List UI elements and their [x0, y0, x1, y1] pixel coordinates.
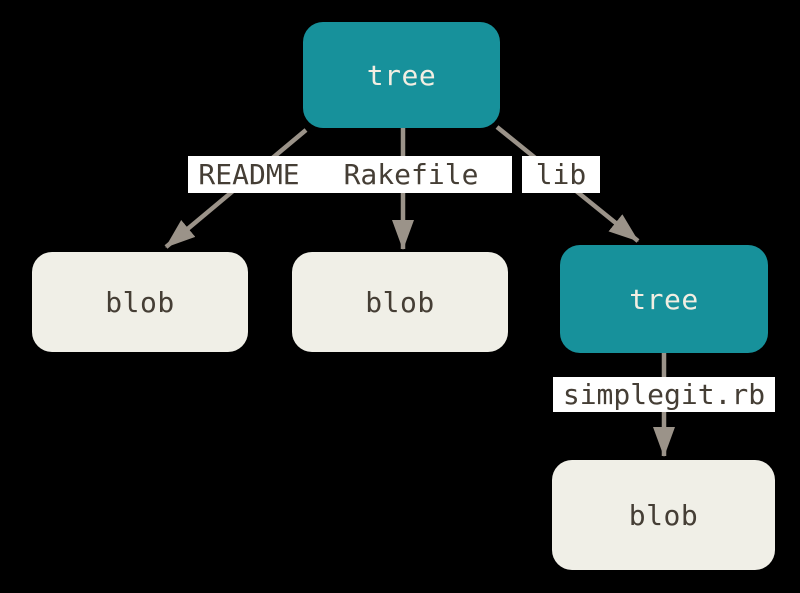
node-tree-root: tree: [303, 22, 500, 128]
node-blob-readme: blob: [32, 252, 248, 352]
node-blob-rakefile-label: blob: [365, 285, 435, 319]
edge-label-rakefile: Rakefile: [310, 156, 512, 193]
edge-label-readme: README: [188, 156, 310, 193]
node-blob-rakefile: blob: [292, 252, 508, 352]
node-blob-simplegit-label: blob: [628, 498, 699, 532]
edge-label-simplegit-rb: simplegit.rb: [553, 377, 775, 412]
node-tree-lib: tree: [560, 245, 768, 353]
node-blob-simplegit: blob: [552, 460, 775, 570]
edge-label-lib: lib: [522, 156, 600, 193]
node-tree-lib-label: tree: [629, 282, 699, 316]
node-tree-root-label: tree: [366, 58, 437, 92]
node-blob-readme-label: blob: [105, 285, 175, 319]
